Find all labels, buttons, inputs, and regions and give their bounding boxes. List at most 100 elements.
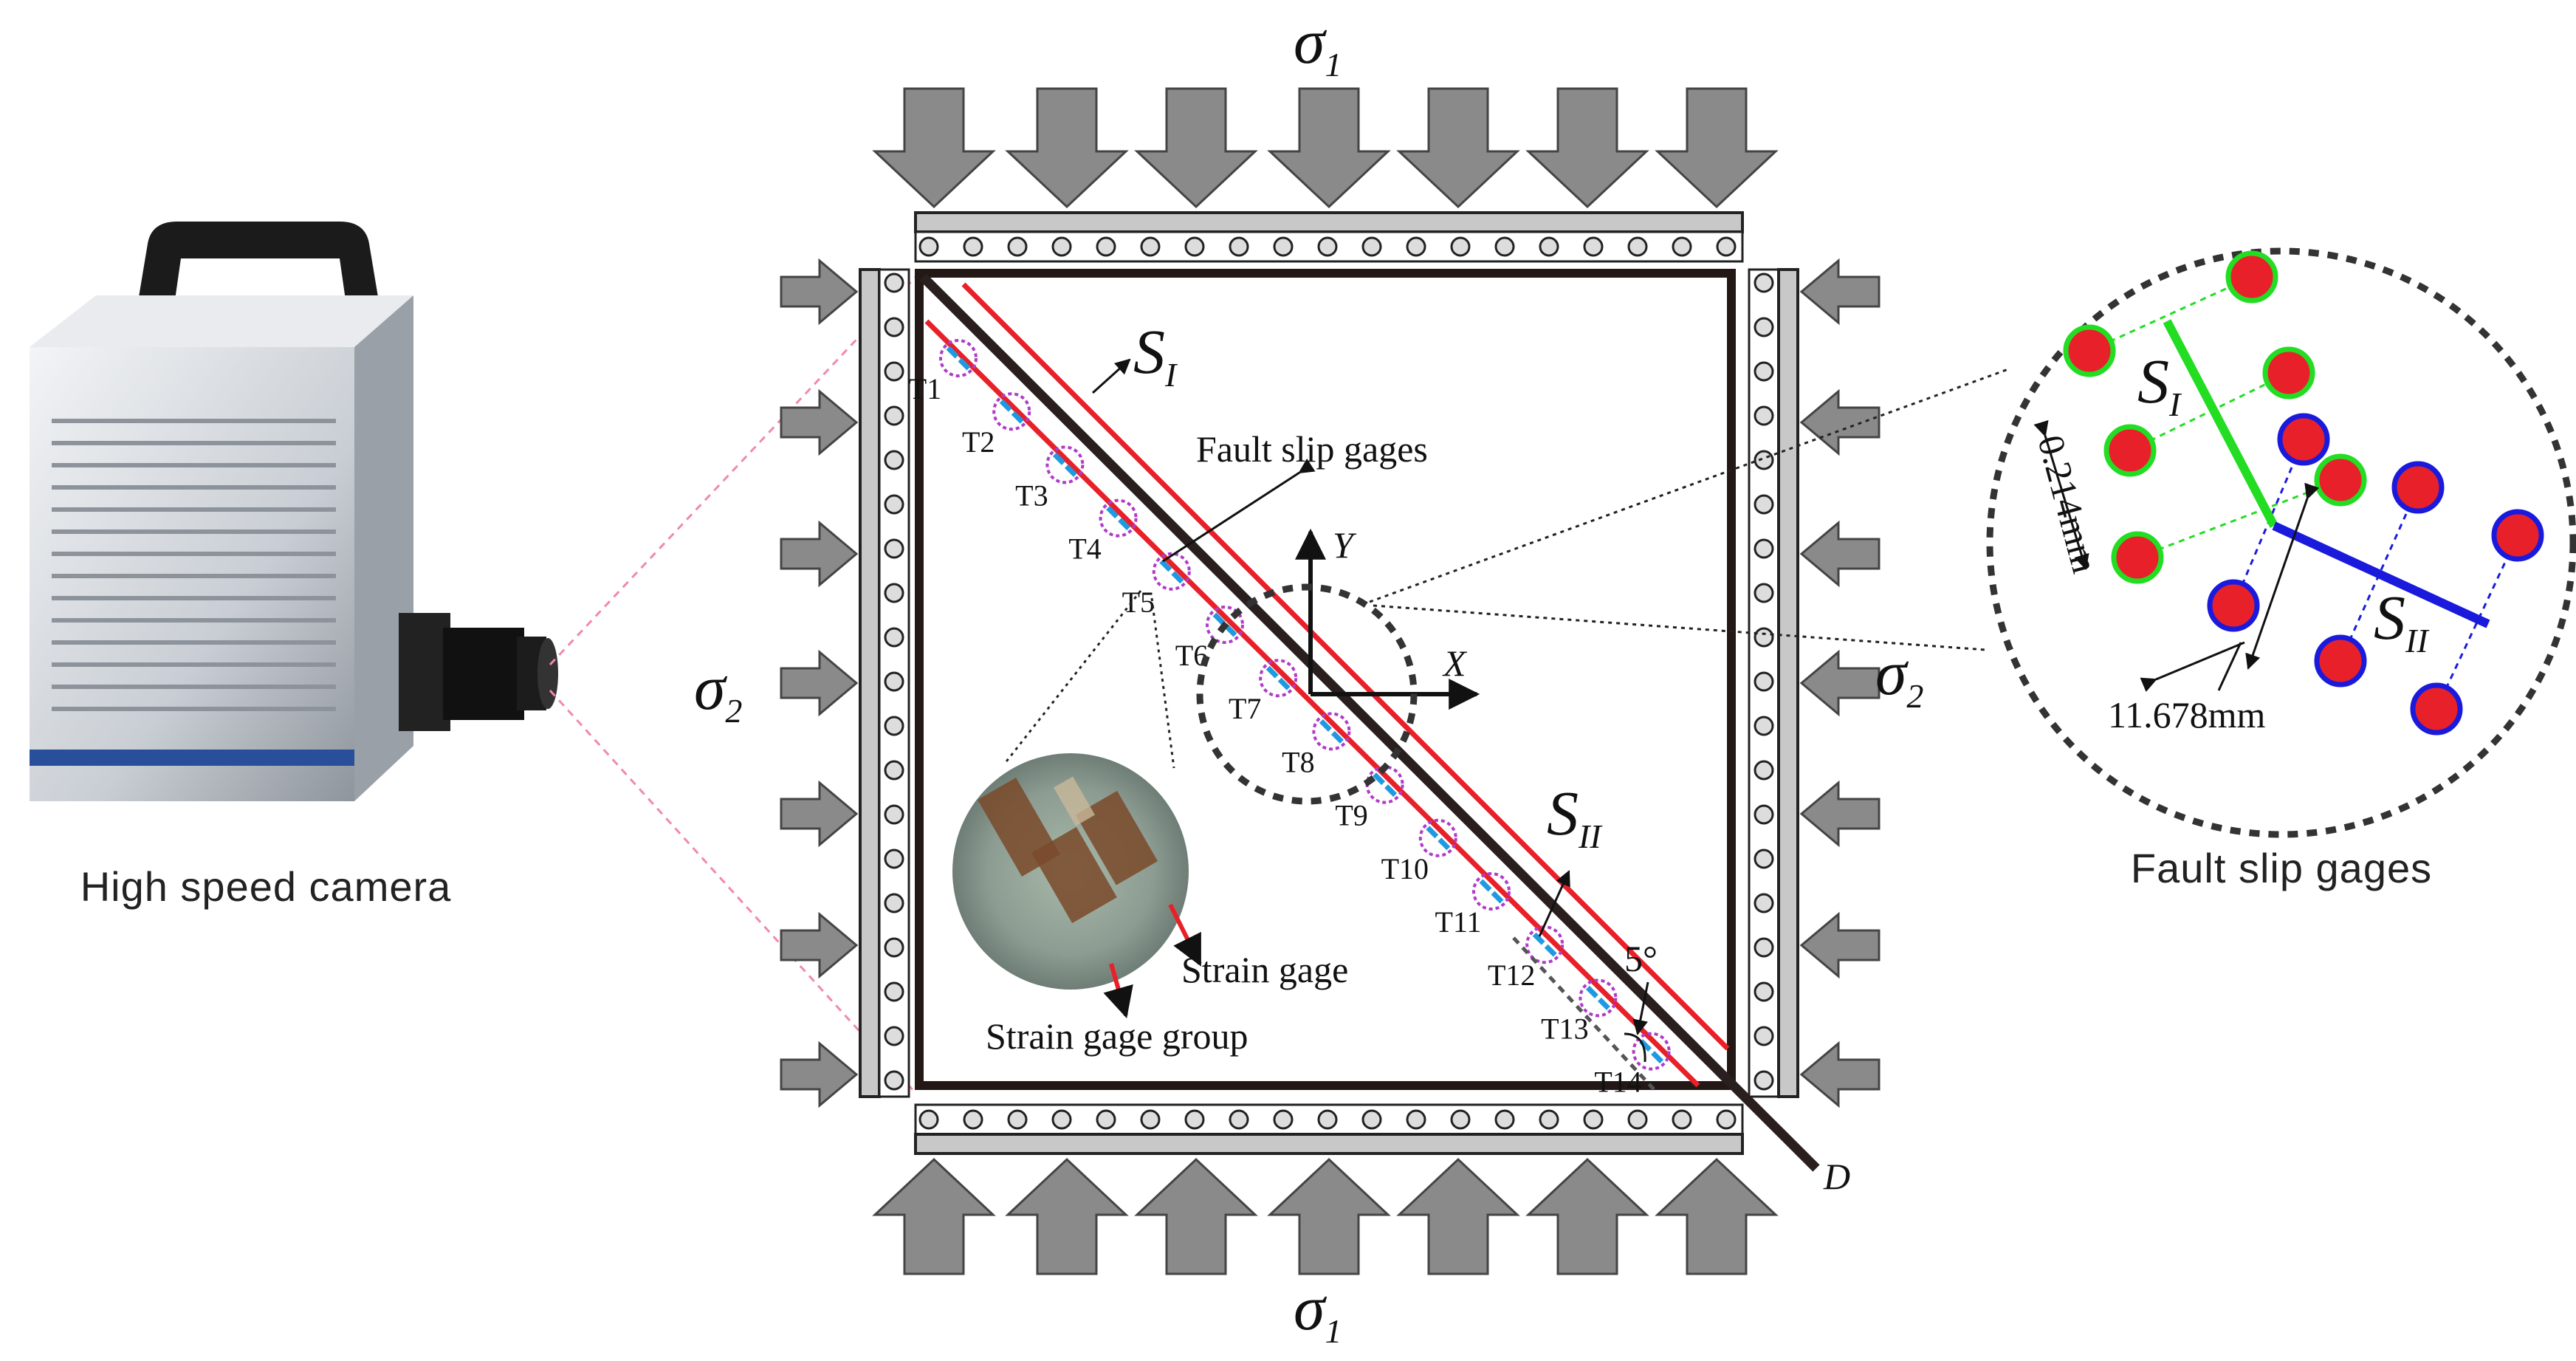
sigma2-right-arrow xyxy=(1799,780,1881,848)
roller xyxy=(1754,1070,1774,1091)
gage-dash xyxy=(1319,719,1332,732)
roller xyxy=(884,405,904,426)
roller xyxy=(1494,1109,1515,1130)
gage-label: T12 xyxy=(1488,959,1535,992)
sigma1-top-arrows xyxy=(872,87,1779,209)
roller xyxy=(1672,236,1692,257)
roller xyxy=(918,1109,939,1130)
roller xyxy=(1716,236,1737,257)
angle-label: 5° xyxy=(1624,938,1658,979)
gage-circle xyxy=(1045,445,1085,484)
roller xyxy=(1494,236,1515,257)
gage-markers xyxy=(939,339,1671,1071)
magnify-connector-lines xyxy=(1369,368,2009,651)
sigma2-right-label: σ2 xyxy=(1875,637,1923,715)
roller-bearings xyxy=(884,236,1774,1130)
gage-circle xyxy=(939,339,978,377)
roller xyxy=(1754,849,1774,869)
sigma1-top-arrow xyxy=(872,87,996,209)
magnified-SII-label: SII xyxy=(2374,582,2430,659)
sigma1-top-arrow xyxy=(1134,87,1258,209)
roller xyxy=(1140,1109,1161,1130)
gage-circle xyxy=(1312,712,1351,751)
gage-dash xyxy=(1277,677,1291,690)
roller xyxy=(884,361,904,382)
gage-label: T2 xyxy=(962,425,995,459)
roller xyxy=(1184,1109,1205,1130)
roller xyxy=(1450,1109,1471,1130)
fault-line xyxy=(919,273,1820,1172)
sigma1-top-arrow xyxy=(1267,87,1391,209)
strain-gage-label: Strain gage xyxy=(1181,949,1348,990)
roller xyxy=(884,1026,904,1046)
gage-label: T14 xyxy=(1594,1066,1641,1099)
roller xyxy=(918,236,939,257)
gage-label: T8 xyxy=(1282,745,1314,778)
gage-dash xyxy=(1265,665,1279,679)
gage-label: T5 xyxy=(1122,586,1155,619)
roller xyxy=(1754,538,1774,559)
gage-dash xyxy=(1597,997,1610,1010)
gage-circle xyxy=(1206,606,1244,644)
SI-arrow xyxy=(1091,358,1131,394)
roller xyxy=(1229,1109,1249,1130)
roller xyxy=(1406,236,1426,257)
roller xyxy=(1406,1109,1426,1130)
roller xyxy=(1754,450,1774,470)
gage-dash xyxy=(1330,730,1344,744)
sigma1-bottom-arrow xyxy=(1655,1157,1779,1275)
roller xyxy=(884,716,904,736)
roller xyxy=(1754,981,1774,1002)
roller xyxy=(1583,1109,1604,1130)
roller xyxy=(1096,236,1116,257)
parallel-distance-label: 11.678mm xyxy=(2108,694,2266,736)
gage-label: T6 xyxy=(1175,639,1208,672)
SI-label: SI xyxy=(1133,316,1178,394)
gage-label: T10 xyxy=(1381,852,1429,885)
y-axis-label: Y xyxy=(1333,524,1357,566)
gage-circle xyxy=(1632,1032,1671,1071)
gage-dash xyxy=(1212,612,1226,625)
angle-arc xyxy=(1624,1032,1646,1063)
roller xyxy=(963,1109,983,1130)
roller xyxy=(1754,937,1774,958)
roller xyxy=(884,804,904,825)
gage-dash xyxy=(1479,879,1492,892)
roller xyxy=(884,627,904,648)
x-axis-label: X xyxy=(1442,642,1468,684)
sigma2-left-arrow xyxy=(780,1041,859,1108)
gage-dash xyxy=(1532,932,1545,945)
roller xyxy=(1140,236,1161,257)
roller xyxy=(1007,1109,1028,1130)
gage-dash xyxy=(1585,985,1598,998)
sigma1-bottom-arrow xyxy=(1267,1157,1391,1275)
roller xyxy=(884,317,904,337)
gage-circle xyxy=(1152,552,1191,591)
magnified-caption: Fault slip gages xyxy=(2131,845,2432,891)
sigma2-right-arrow xyxy=(1799,1041,1881,1108)
roller xyxy=(963,236,983,257)
gage-dash xyxy=(1052,452,1065,465)
roller xyxy=(1627,1109,1648,1130)
gage-dash xyxy=(1159,559,1172,572)
strain-gage-photo xyxy=(952,753,1189,990)
sigma2-left-arrow xyxy=(780,649,859,717)
roller xyxy=(1627,236,1648,257)
roller xyxy=(884,494,904,515)
sigma1-bottom-arrow xyxy=(1005,1157,1129,1275)
gage-dash xyxy=(1426,826,1439,839)
gage-dash xyxy=(1224,624,1237,637)
roller xyxy=(1672,1109,1692,1130)
gage-circle xyxy=(1472,872,1511,911)
gage-dash xyxy=(1438,837,1451,851)
sigma2-left-arrows xyxy=(780,258,859,1108)
sigma2-left-arrow xyxy=(780,258,859,326)
gage-dash xyxy=(1384,784,1398,798)
magnified-SI-label: SI xyxy=(2137,346,2182,423)
SII-label: SII xyxy=(1547,778,1603,855)
roller xyxy=(1754,494,1774,515)
SII-arrow xyxy=(1538,870,1570,937)
roller xyxy=(884,760,904,781)
sigma2-right-arrow xyxy=(1799,258,1881,326)
roller xyxy=(1361,236,1382,257)
